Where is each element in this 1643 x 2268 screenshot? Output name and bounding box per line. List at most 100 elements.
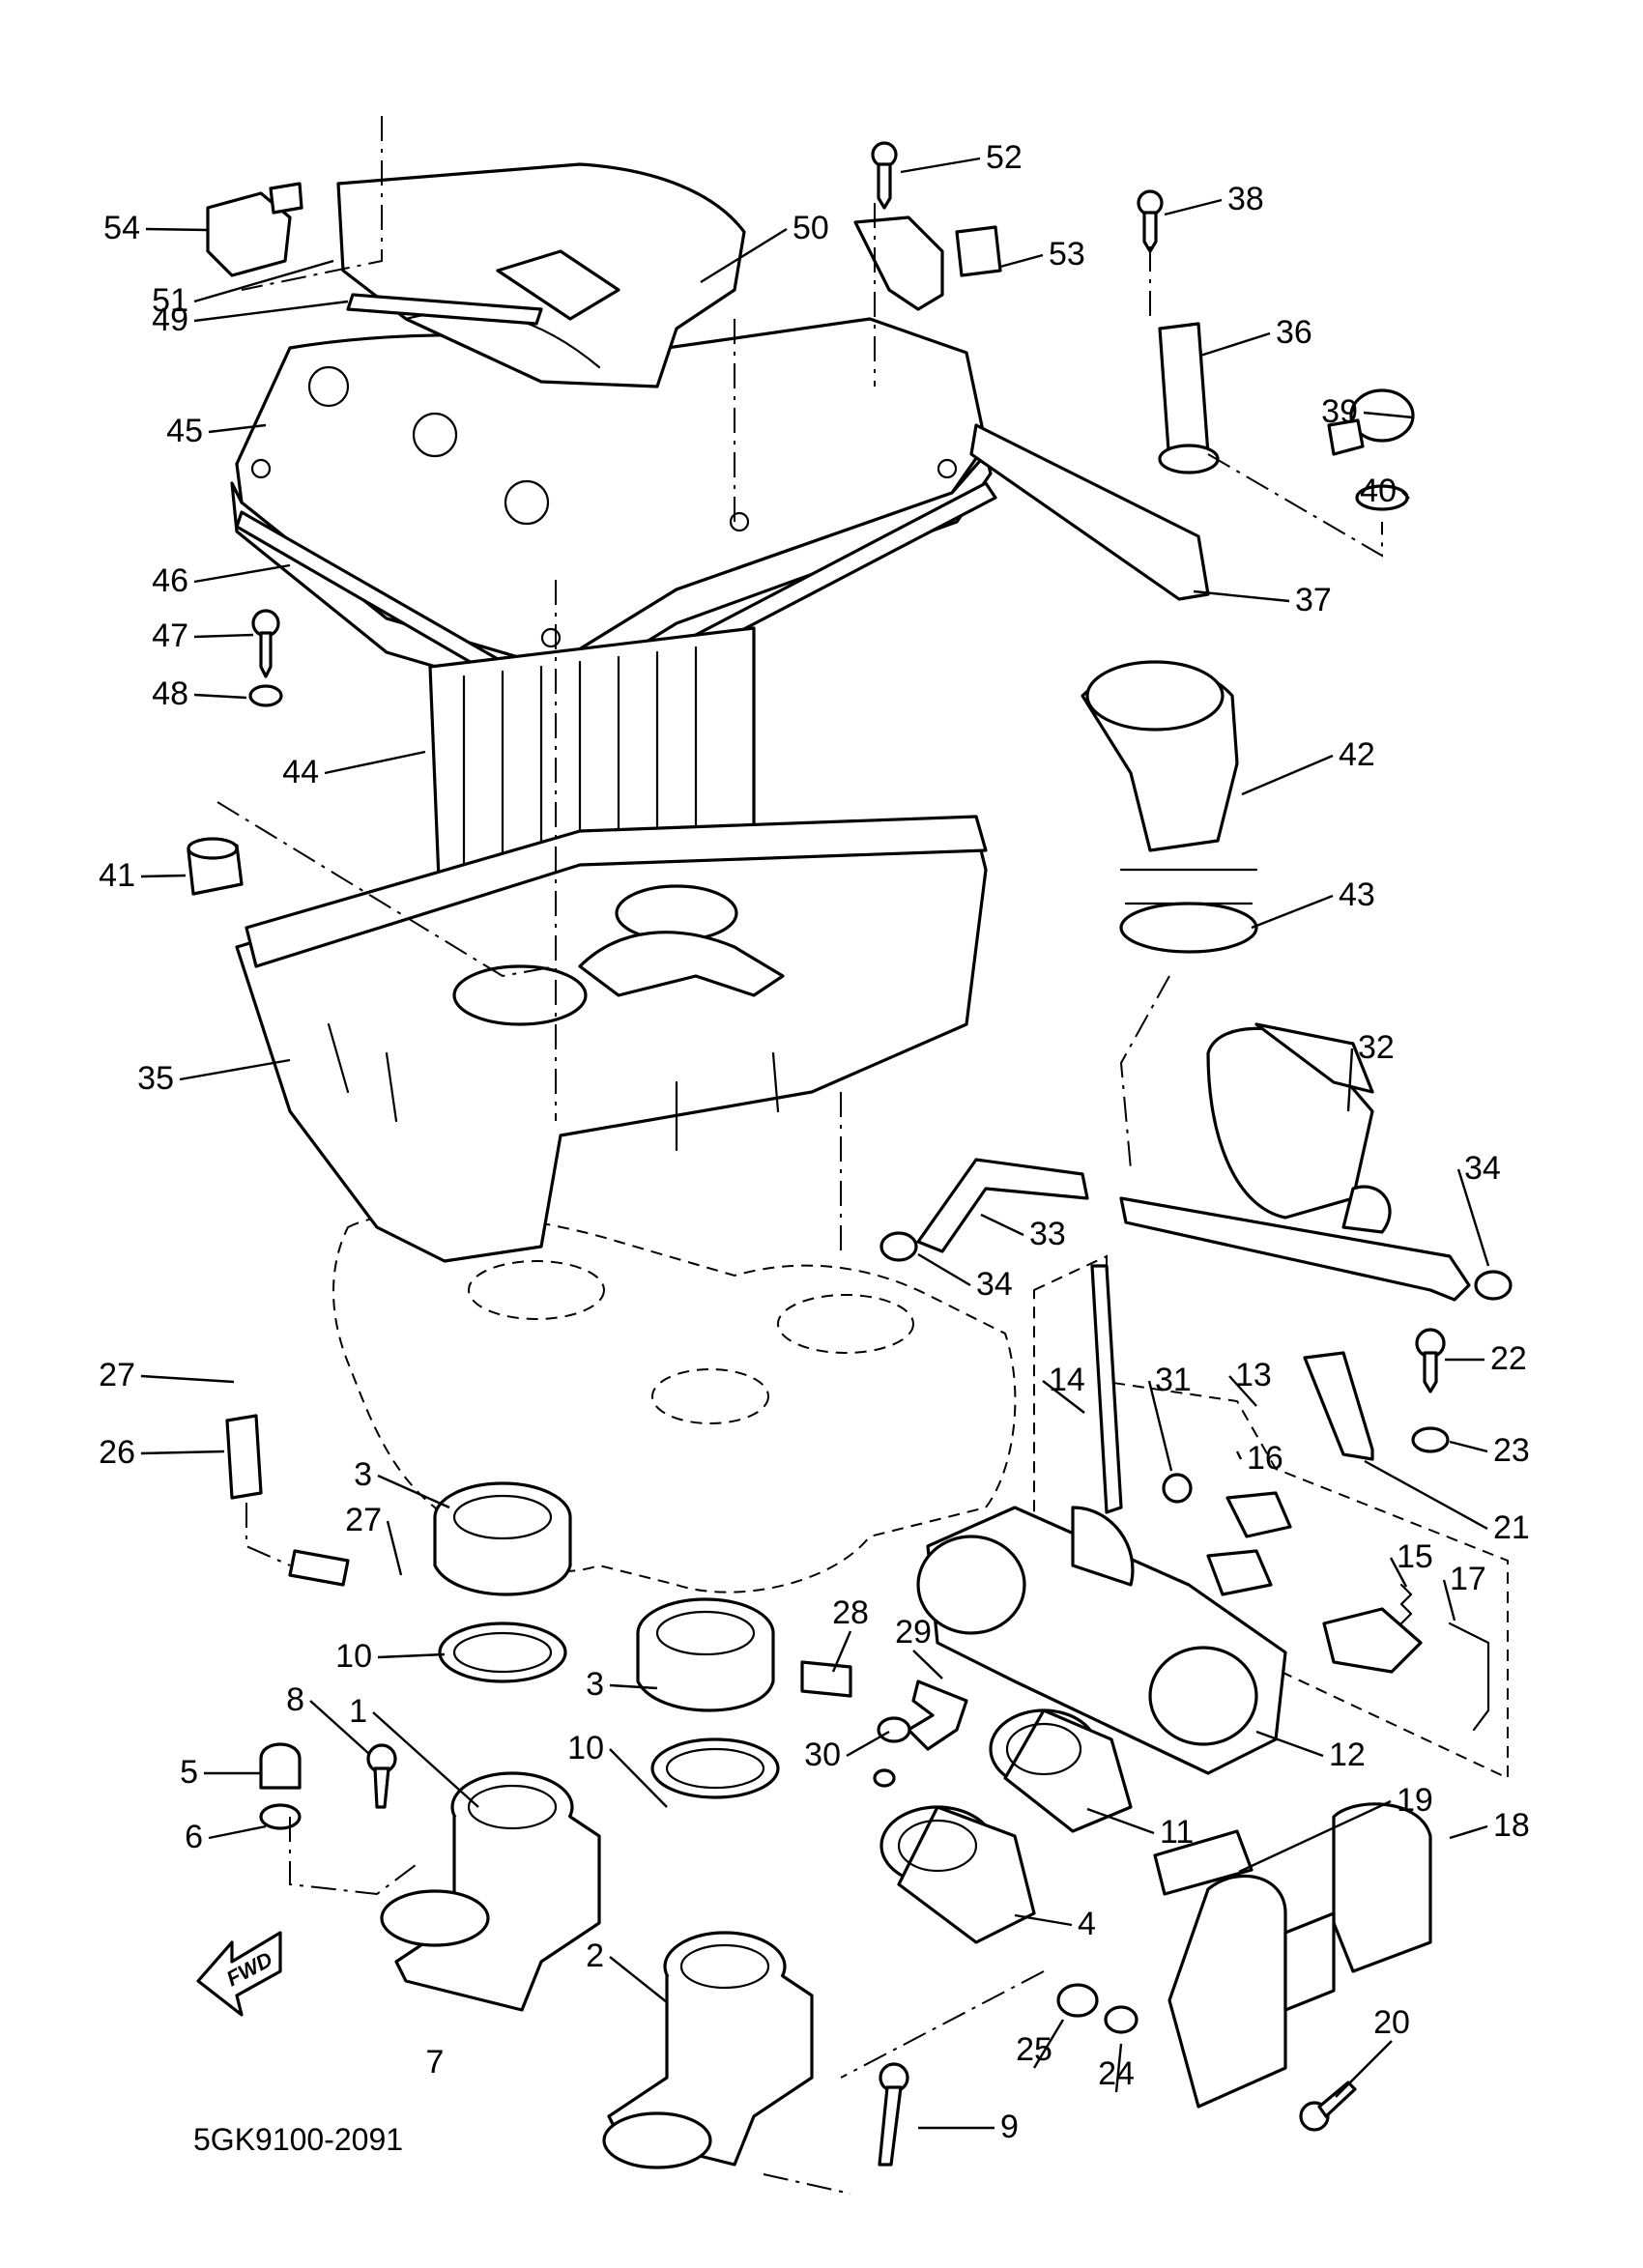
callout-17: 17 <box>1450 1561 1486 1597</box>
cap-5 <box>259 1742 302 1790</box>
hose-clip-34 <box>879 1231 1513 1301</box>
leader-line-26 <box>140 1450 225 1455</box>
callout-6: 6 <box>185 1819 203 1855</box>
damper-41 <box>187 837 244 896</box>
seal-strip-49 <box>346 293 543 326</box>
screw-47 <box>251 609 280 678</box>
joint-11 <box>989 1708 1133 1833</box>
callout-51: 51 <box>152 282 188 319</box>
leader-line-6 <box>208 1824 267 1840</box>
callout-15: 15 <box>1397 1538 1433 1575</box>
leader-line-21 <box>1364 1459 1488 1531</box>
bracket-21 <box>1303 1351 1374 1461</box>
callout-22: 22 <box>1490 1340 1527 1377</box>
hose-29 <box>907 1679 968 1751</box>
cap-28 <box>800 1660 852 1698</box>
callout-35: 35 <box>137 1060 174 1097</box>
bolt-20 <box>1299 2081 1357 2132</box>
callout-36: 36 <box>1276 314 1312 351</box>
callout-31: 31 <box>1155 1362 1192 1398</box>
spring-15 <box>1399 1583 1413 1625</box>
sensor-block <box>1206 1549 1423 1674</box>
leader-line-13 <box>1228 1375 1257 1407</box>
leader-line-48 <box>193 693 247 700</box>
callout-12: 12 <box>1329 1737 1366 1773</box>
callout-14: 14 <box>1049 1362 1085 1398</box>
callout-33: 33 <box>1029 1216 1066 1252</box>
leader-line-34 <box>917 1252 971 1287</box>
holder-36 <box>1158 322 1220 474</box>
leader-line-27 <box>386 1520 403 1576</box>
callout-19: 19 <box>1397 1782 1433 1819</box>
callout-1: 1 <box>349 1693 367 1730</box>
leader-line-19 <box>1238 1799 1392 1874</box>
plate-19 <box>1153 1829 1254 1896</box>
callout-5: 5 <box>180 1754 198 1791</box>
leader-line-54 <box>145 227 209 232</box>
callout-27: 27 <box>99 1357 135 1393</box>
callout-47: 47 <box>152 617 188 654</box>
grommet-25 <box>1056 1983 1099 2018</box>
leader-line-10 <box>377 1652 446 1659</box>
hose-clamp-43 <box>1119 868 1258 954</box>
intake-duct-cover <box>336 162 746 388</box>
breather-fitting-54 <box>206 182 303 277</box>
joint-4 <box>879 1805 1036 1944</box>
leader-line-3 <box>377 1474 450 1509</box>
assembly-guides <box>216 116 1383 2195</box>
callout-46: 46 <box>152 562 188 599</box>
joint-3-right <box>636 1597 775 1712</box>
callout-3: 3 <box>354 1456 372 1493</box>
clip-6 <box>259 1803 302 1830</box>
leader-line-3 <box>609 1683 658 1690</box>
callout-13: 13 <box>1235 1357 1272 1393</box>
callout-7: 7 <box>426 2044 445 2081</box>
leader-line-2 <box>609 1956 668 2003</box>
hose-short <box>288 1549 350 1587</box>
leader-line-10 <box>609 1748 668 1808</box>
fuel-hose-33 <box>916 1158 1471 1302</box>
screw-31 <box>1162 1473 1193 1504</box>
leader-line-25 <box>1032 2019 1065 2069</box>
leader-line-42 <box>1241 754 1334 796</box>
fuel-pump-32 <box>1206 1022 1392 1234</box>
diagram-code: 5GK9100-2091 <box>193 2122 403 2157</box>
callout-49: 49 <box>152 301 188 338</box>
leader-line-49 <box>193 300 349 323</box>
callout-44: 44 <box>282 754 319 790</box>
leader-line-36 <box>1199 331 1271 358</box>
callout-10: 10 <box>567 1730 604 1766</box>
cover-18 <box>1167 1802 1432 2109</box>
throttle-body-12 <box>916 1506 1287 1775</box>
callout-11: 11 <box>1160 1814 1194 1851</box>
callout-42: 42 <box>1339 736 1375 773</box>
callout-50: 50 <box>793 210 829 246</box>
washer-23 <box>1411 1426 1450 1453</box>
callout-4: 4 <box>1078 1906 1096 1942</box>
callout-28: 28 <box>832 1594 869 1631</box>
collar-24 <box>1104 2005 1139 2034</box>
bolt-22 <box>1415 1328 1446 1393</box>
callout-9: 9 <box>1000 2109 1019 2145</box>
leader-line-50 <box>700 227 788 284</box>
leader-line-24 <box>1114 2043 1123 2093</box>
callout-45: 45 <box>166 413 203 449</box>
sensor-16 <box>1225 1491 1292 1538</box>
leader-line-11 <box>1086 1807 1155 1835</box>
leader-line-8 <box>309 1700 370 1755</box>
callout-37: 37 <box>1295 582 1332 618</box>
leader-line-34 <box>1456 1168 1490 1267</box>
callout-layer: 5451494546474844413552505338363940374243… <box>99 139 1530 2145</box>
callout-30: 30 <box>804 1737 841 1773</box>
callout-25: 25 <box>1016 2031 1052 2068</box>
pipe-26 <box>225 1414 263 1500</box>
leader-line-52 <box>900 157 981 174</box>
callout-20: 20 <box>1373 2004 1410 2041</box>
clamp-10-left <box>438 1622 567 1683</box>
callout-8: 8 <box>286 1681 304 1718</box>
leader-line-29 <box>912 1650 943 1679</box>
leader-line-12 <box>1255 1730 1324 1758</box>
leader-line-16 <box>1235 1450 1243 1460</box>
leader-line-31 <box>1147 1380 1173 1472</box>
leader-line-1 <box>372 1711 479 1808</box>
